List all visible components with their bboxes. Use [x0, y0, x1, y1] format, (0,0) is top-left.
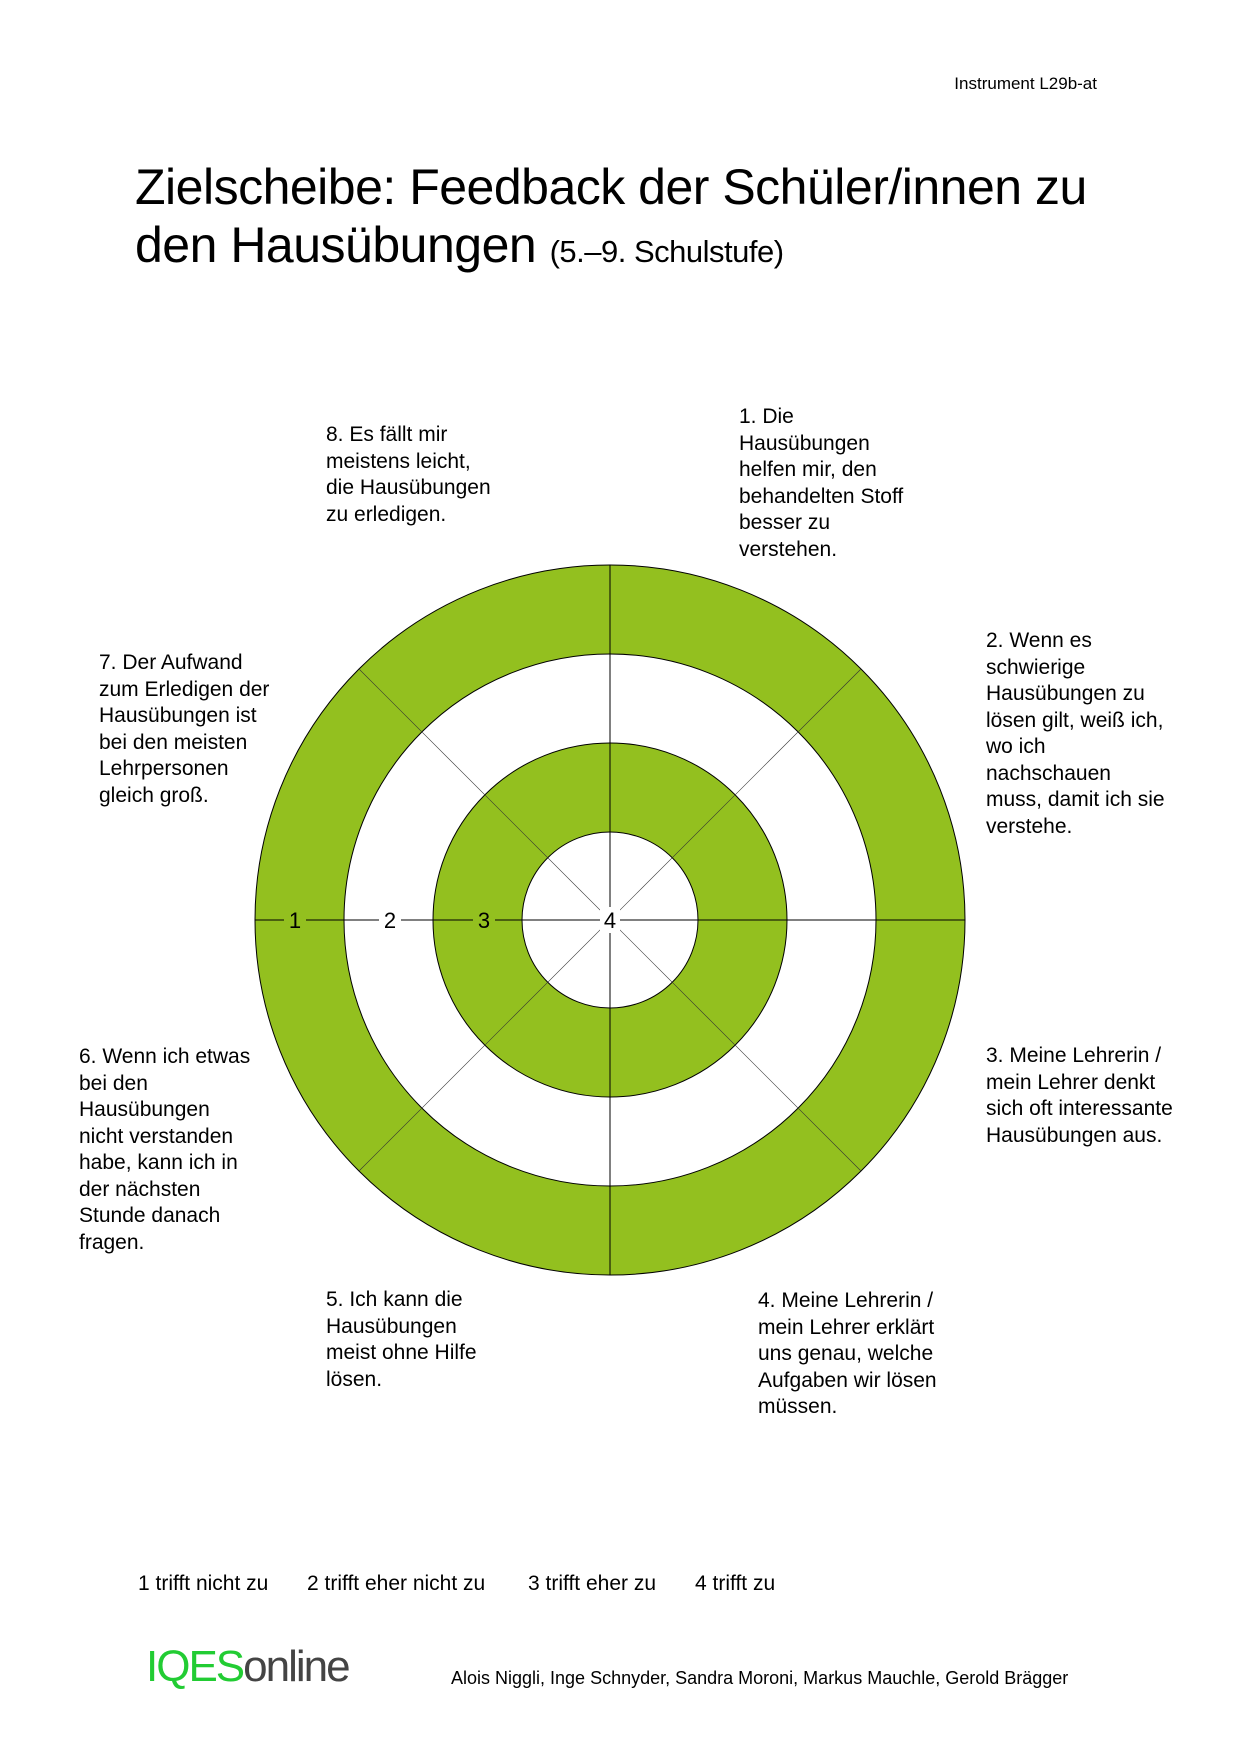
iqes-logo: IQESonline: [146, 1642, 351, 1691]
legend-item-2: 2 trifft eher nicht zu: [307, 1572, 486, 1595]
statement-3: 3. Meine Lehrerin / mein Lehrer denkt si…: [986, 1044, 1173, 1147]
svg-text:1: 1: [289, 908, 301, 933]
statement-5: 5. Ich kann die Hausübungen meist ohne H…: [326, 1288, 477, 1391]
statement-4: 4. Meine Lehrerin / mein Lehrer erklärt …: [758, 1289, 937, 1418]
ring-label-1: 1: [284, 907, 306, 933]
ring-label-2: 2: [379, 907, 401, 933]
ring-label-4: 4: [600, 907, 620, 933]
statement-2: 2. Wenn es schwierige Hausübungen zu lös…: [986, 629, 1165, 838]
legend-item-1: 1 trifft nicht zu: [138, 1572, 269, 1595]
title-line-1: Zielscheibe: Feedback der Schüler/innen …: [135, 159, 1087, 215]
instrument-id: Instrument L29b-at: [954, 74, 1097, 93]
legend-item-4: 4 trifft zu: [695, 1572, 776, 1595]
authors: Alois Niggli, Inge Schnyder, Sandra Moro…: [451, 1668, 1069, 1688]
page-title: Zielscheibe: Feedback der Schüler/innen …: [135, 158, 1135, 281]
svg-text:4: 4: [604, 908, 616, 933]
svg-text:3: 3: [478, 908, 490, 933]
title-line-2: den Hausübungen: [135, 217, 537, 273]
svg-text:2: 2: [384, 908, 396, 933]
ring-label-3: 3: [473, 907, 495, 933]
statement-8: 8. Es fällt mir meistens leicht, die Hau…: [326, 423, 491, 526]
statement-7: 7. Der Aufwand zum Erledigen der Hausübu…: [99, 651, 270, 807]
statement-1: 1. Die Hausübungen helfen mir, den behan…: [739, 405, 904, 561]
statement-6: 6. Wenn ich etwas bei den Hausübungen ni…: [79, 1045, 251, 1254]
legend-item-3: 3 trifft eher zu: [528, 1572, 657, 1595]
title-subtitle: (5.–9. Schulstufe): [549, 234, 784, 269]
